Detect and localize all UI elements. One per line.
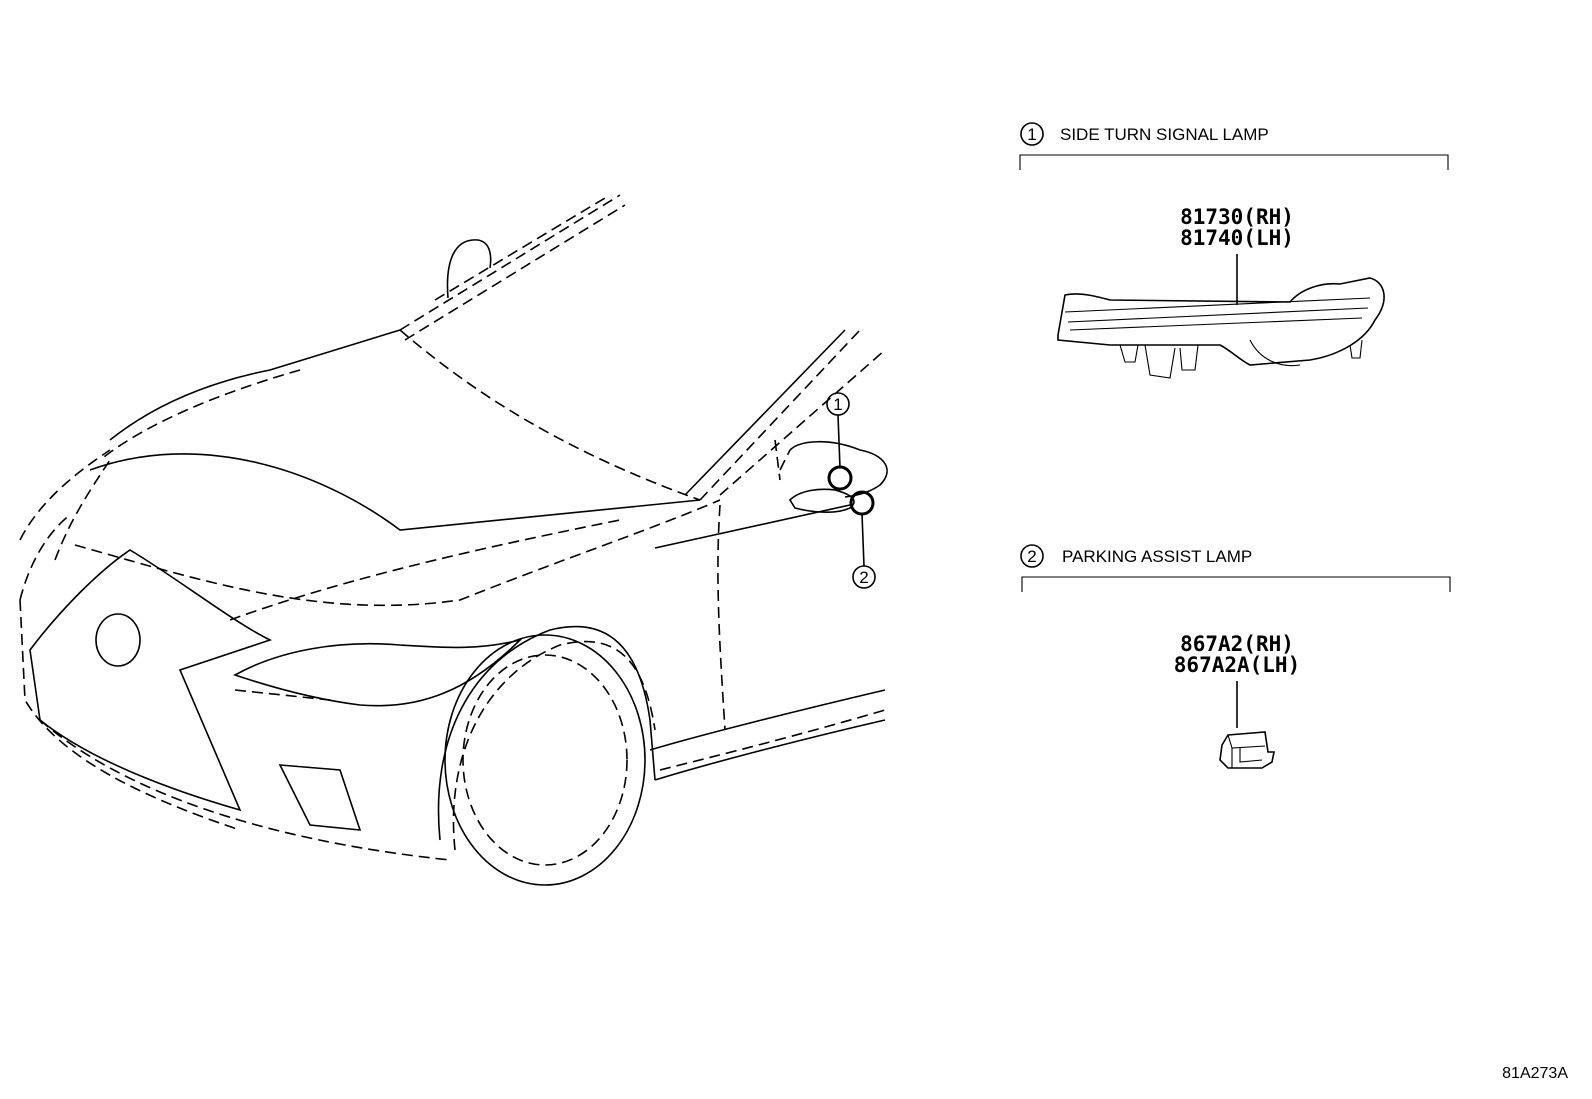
legend-1-number: 1 — [1027, 125, 1036, 144]
part-number-867A2: 867A2(RH) — [1180, 632, 1294, 656]
legend-side-turn-signal-lamp: 1 SIDE TURN SIGNAL LAMP 81730(RH) 81740(… — [1019, 122, 1449, 379]
part-number-81740: 81740(LH) — [1180, 226, 1294, 250]
part-number-867A2A: 867A2A(LH) — [1174, 653, 1300, 677]
side-turn-signal-lamp-part — [1057, 277, 1385, 379]
legend-parking-assist-lamp: 2 PARKING ASSIST LAMP 867A2(RH) 867A2A(L… — [1020, 544, 1451, 769]
callout-2-number-vehicle: 2 — [859, 568, 868, 587]
callout-1-on-vehicle: 1 — [826, 392, 853, 491]
legend-2-label: PARKING ASSIST LAMP — [1062, 547, 1252, 566]
diagram-reference-code: 81A273A — [1502, 1065, 1568, 1082]
vehicle-front-illustration — [19, 194, 888, 886]
part-number-81730: 81730(RH) — [1180, 205, 1294, 229]
parking-assist-lamp-part — [1219, 731, 1275, 769]
callout-2-on-vehicle: 2 — [849, 490, 876, 589]
legend-1-label: SIDE TURN SIGNAL LAMP — [1060, 125, 1269, 144]
legend-2-number: 2 — [1027, 547, 1036, 566]
callout-1-number-vehicle: 1 — [833, 395, 842, 414]
callout-1-marker — [827, 465, 853, 491]
